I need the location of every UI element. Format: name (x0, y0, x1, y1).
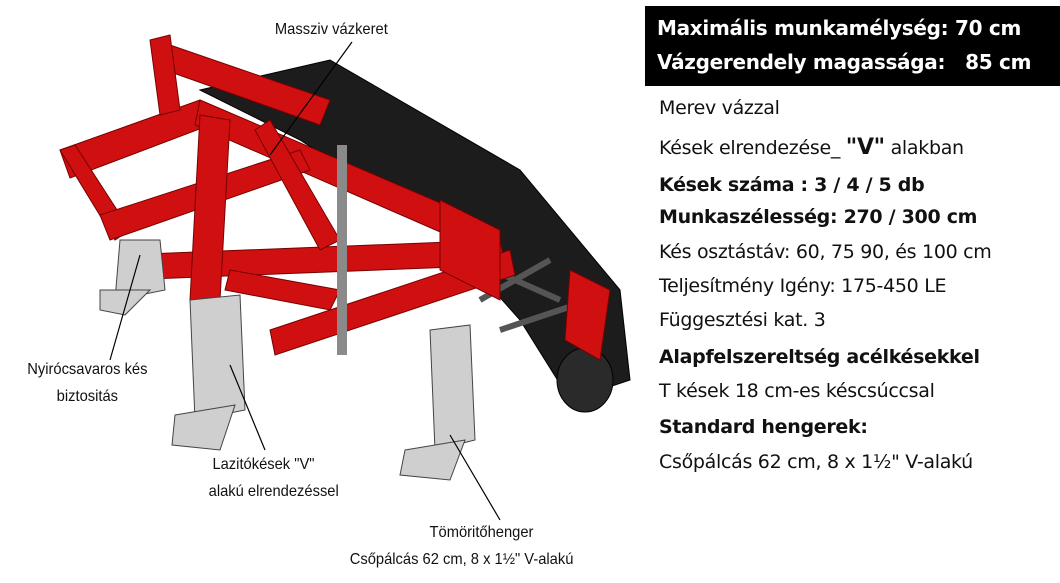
packer-roller (198, 59, 631, 413)
spec-standard-rollers: Standard hengerek: (659, 416, 868, 438)
spec-power-requirement: Teljesítmény Igény: 175-450 LE (659, 275, 947, 297)
spec-tine-layout-v: "V" (845, 135, 885, 160)
spec-tine-layout-pre: Kések elrendezése_ (659, 137, 846, 159)
spec-standard-equipment: Alapfelszereltség acélkésekkel (659, 346, 980, 368)
tines-callout-line1: Lazitókések "V" (212, 456, 315, 473)
key-specs-box: Maximális munkamélység: 70 cm Vázgerende… (645, 6, 1060, 86)
tines (99, 239, 476, 481)
spec-working-width: Munkaszélesség: 270 / 300 cm (659, 206, 978, 228)
roller-callout-line2: Csőpálcás 62 cm, 8 x 1½" V-alakú (349, 551, 574, 568)
spec-tine-count: Kések száma : 3 / 4 / 5 db (659, 174, 925, 196)
spec-tine-spacing: Kés osztástáv: 60, 75 90, és 100 cm (659, 241, 992, 263)
spec-tine-layout: Kések elrendezése_ "V" alakban (659, 135, 964, 160)
spec-roller-type: Csőpálcás 62 cm, 8 x 1½" V-alakú (659, 451, 973, 473)
spec-tine-layout-post: alakban (884, 137, 965, 159)
depth-wheel-post (337, 145, 347, 355)
shear-bolt-callout-line2: biztositás (56, 388, 119, 405)
frame-height: Vázgerendely magassága: 85 cm (657, 50, 1032, 74)
max-depth: Maximális munkamélység: 70 cm (657, 16, 1022, 40)
roller-callout-line1: Tömöritőhenger (429, 524, 534, 541)
tines-callout-line2: alakú elrendezéssel (208, 483, 339, 500)
spec-hitch-category: Függesztési kat. 3 (659, 309, 826, 331)
spec-rigid-frame: Merev vázzal (659, 97, 780, 119)
spec-t-tines: T kések 18 cm-es késcsúccsal (659, 380, 935, 402)
subsoiler-illustration (59, 34, 631, 521)
frame-callout: Massziv vázkeret (274, 21, 388, 38)
callout-lines (109, 41, 501, 521)
shear-bolt-callout-line1: Nyirócsavaros kés (27, 361, 148, 378)
